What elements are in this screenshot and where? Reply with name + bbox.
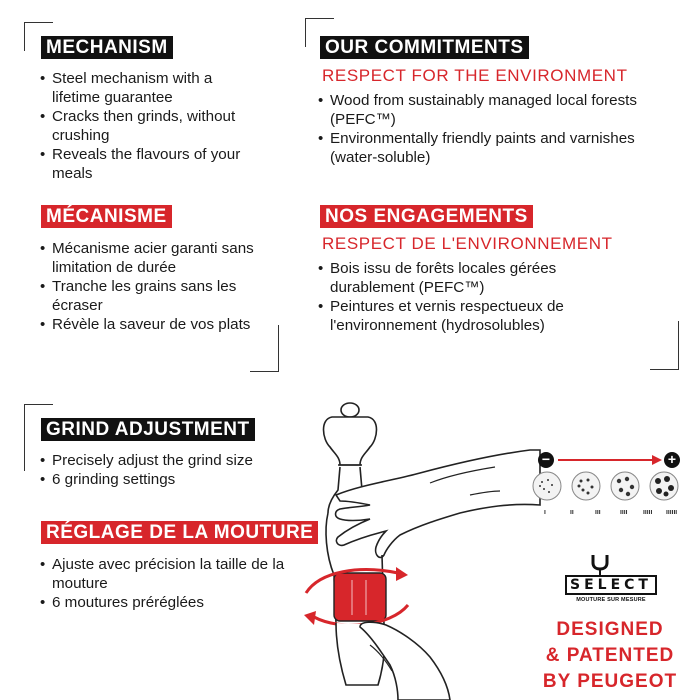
dial-medium-fine-icon <box>571 471 601 501</box>
list-item: Precisely adjust the grind size <box>40 451 300 470</box>
grind-coarseness-dials <box>532 471 679 501</box>
grind-title: GRIND ADJUSTMENT <box>41 418 255 441</box>
list-item: Bois issu de forêts locales gérées durab… <box>318 259 638 297</box>
list-item: Steel mechanism with a lifetime guarante… <box>40 69 255 107</box>
grind-level-5: IIIII <box>643 510 653 516</box>
grind-level-6: IIIIII <box>666 510 678 516</box>
dial-fine-icon <box>532 471 562 501</box>
mechanism-title: MECHANISM <box>41 36 173 59</box>
engagements-bullet-list: Bois issu de forêts locales gérées durab… <box>318 259 638 335</box>
patent-line-1: DESIGNED <box>556 619 664 640</box>
pepper-mill-illustration <box>304 402 541 700</box>
engagements-bracket <box>650 321 679 370</box>
list-item: Mécanisme acier garanti sans limitation … <box>40 239 255 277</box>
commitments-bullet-list: Wood from sustainably managed local fore… <box>318 91 638 167</box>
reglage-bullet-list: Ajuste avec précision la taille de la mo… <box>40 555 285 612</box>
list-item: Cracks then grinds, without crushing <box>40 107 255 145</box>
list-item: Peintures et vernis respectueux de l'env… <box>318 297 638 335</box>
grind-level-2: II <box>570 510 574 516</box>
grind-plus-icon: + <box>664 452 680 468</box>
list-item: Ajuste avec précision la taille de la mo… <box>40 555 285 593</box>
commitments-title: OUR COMMITMENTS <box>320 36 529 59</box>
commitments-subtitle: RESPECT FOR THE ENVIRONMENT <box>322 66 628 85</box>
dial-coarse-icon <box>649 471 679 501</box>
reglage-title: RÉGLAGE DE LA MOUTURE <box>41 521 319 544</box>
mecanisme-title: MÉCANISME <box>41 205 172 228</box>
grind-minus-symbol: − <box>541 451 551 467</box>
grind-level-4: IIII <box>620 510 628 516</box>
engagements-title: NOS ENGAGEMENTS <box>320 205 533 228</box>
list-item: Révèle la saveur de vos plats <box>40 315 255 334</box>
grind-scale-arrow-icon <box>558 455 662 465</box>
select-logo-letters: SELECT <box>565 575 657 595</box>
mechanism-bullet-list: Steel mechanism with a lifetime guarante… <box>40 69 255 183</box>
grind-plus-symbol: + <box>667 451 677 467</box>
list-item: Environmentally friendly paints and varn… <box>318 129 638 167</box>
list-item: Tranche les grains sans les écraser <box>40 277 255 315</box>
list-item: Wood from sustainably managed local fore… <box>318 91 638 129</box>
list-item: 6 moutures préréglées <box>40 593 285 612</box>
mecanisme-bullet-list: Mécanisme acier garanti sans limitation … <box>40 239 255 334</box>
grind-bracket <box>24 404 53 471</box>
grind-bullet-list: Precisely adjust the grind size 6 grindi… <box>40 451 300 489</box>
patent-line-2: & PATENTED <box>545 645 675 666</box>
engagements-subtitle: RESPECT DE L'ENVIRONNEMENT <box>322 234 613 253</box>
list-item: Reveals the flavours of your meals <box>40 145 255 183</box>
patent-line-3: BY PEUGEOT <box>542 671 678 692</box>
grind-level-1: I <box>544 510 546 516</box>
select-logo-grinder-icon <box>591 555 609 575</box>
list-item: 6 grinding settings <box>40 470 300 489</box>
patent-statement: DESIGNED & PATENTED BY PEUGEOT <box>530 617 690 695</box>
dial-medium-coarse-icon <box>610 471 640 501</box>
select-logo-tagline: MOUTURE SUR MESURE <box>576 597 646 603</box>
grind-minus-icon: − <box>538 452 554 468</box>
grind-level-3: III <box>595 510 601 516</box>
commitments-bracket <box>305 18 334 47</box>
mecanisme-bracket <box>250 325 279 372</box>
mechanism-bracket <box>24 22 53 51</box>
